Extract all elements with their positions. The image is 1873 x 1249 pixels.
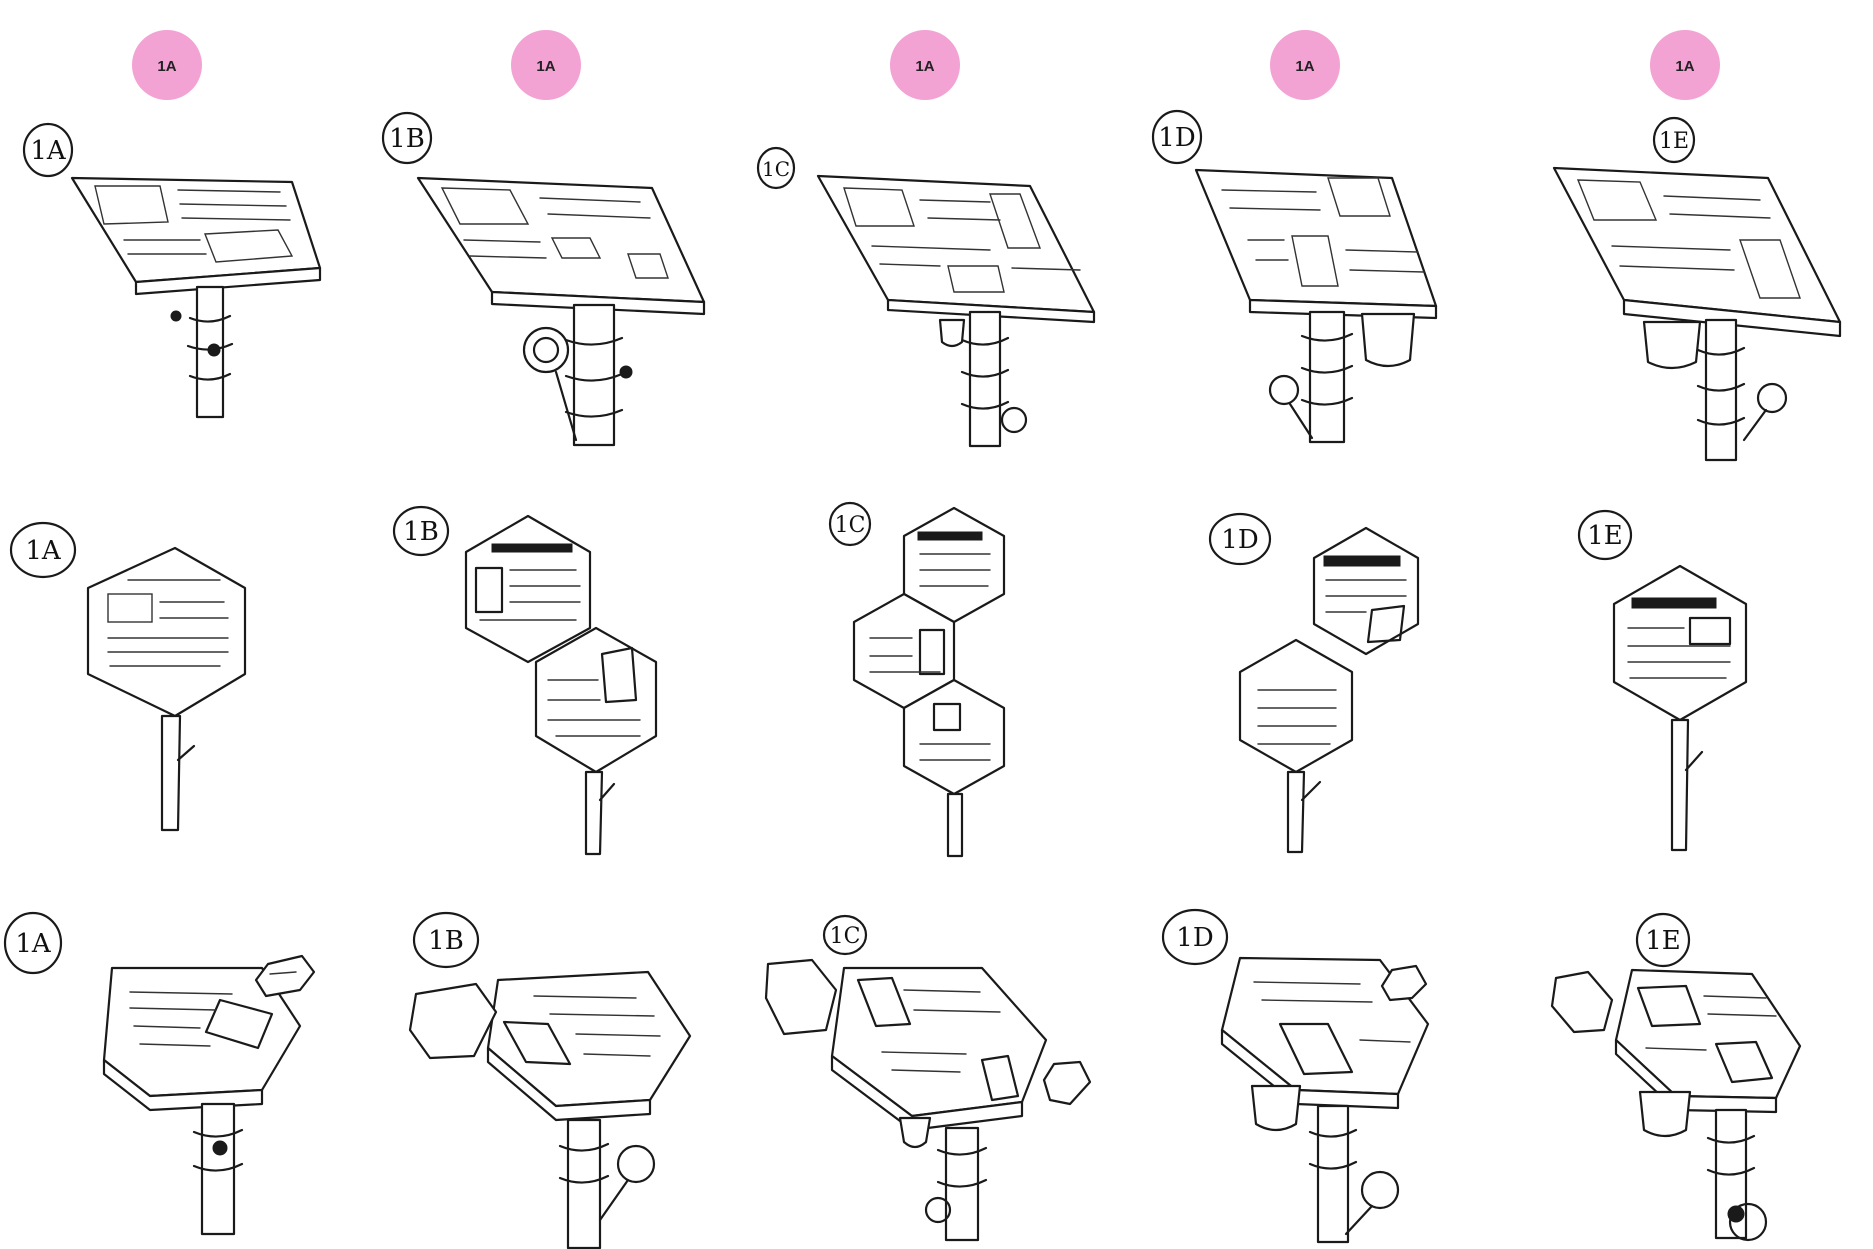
sketch-r3-4 bbox=[1220, 956, 1430, 1244]
sketch-label-r3-1: 1A bbox=[3, 911, 63, 975]
column-badge-3: 1A bbox=[890, 30, 960, 100]
sketch-label-r3-2: 1B bbox=[412, 911, 480, 969]
sketch-label-r1-5: 1E bbox=[1652, 116, 1696, 164]
column-badge-2: 1A bbox=[511, 30, 581, 100]
sketch-r2-2 bbox=[464, 514, 658, 856]
sketch-r2-5 bbox=[1612, 564, 1748, 852]
svg-text:1B: 1B bbox=[403, 517, 439, 547]
sketch-label-r3-3: 1C bbox=[822, 914, 868, 956]
sketch-label-r1-4: 1D bbox=[1151, 109, 1203, 165]
column-badge-label: 1A bbox=[157, 58, 176, 75]
sketch-r3-1 bbox=[102, 954, 316, 1236]
svg-text:1D: 1D bbox=[1176, 923, 1213, 953]
sketch-r2-4 bbox=[1238, 526, 1420, 854]
svg-text:1D: 1D bbox=[1158, 123, 1195, 153]
sketch-label-r2-2: 1B bbox=[392, 505, 450, 557]
flower-icon bbox=[522, 326, 578, 442]
sketch-r1-5 bbox=[1552, 166, 1842, 462]
sketch-r3-3 bbox=[764, 958, 1092, 1242]
sketch-label-r2-4: 1D bbox=[1208, 512, 1272, 566]
sketch-r1-1 bbox=[70, 176, 322, 419]
column-badge-4: 1A bbox=[1270, 30, 1340, 100]
column-badge-label: 1A bbox=[1675, 58, 1694, 75]
sketch-label-r1-3: 1C bbox=[756, 146, 796, 190]
svg-text:1B: 1B bbox=[389, 124, 425, 154]
sketch-label-r1-1: 1A bbox=[22, 122, 74, 178]
svg-text:1C: 1C bbox=[830, 924, 861, 949]
sketch-label-r3-4: 1D bbox=[1161, 908, 1229, 966]
column-badge-label: 1A bbox=[1295, 58, 1314, 75]
svg-text:1A: 1A bbox=[25, 536, 62, 566]
svg-text:1A: 1A bbox=[15, 929, 52, 959]
svg-text:1E: 1E bbox=[1587, 521, 1623, 551]
svg-text:1C: 1C bbox=[835, 513, 866, 538]
sketch-r1-3 bbox=[816, 174, 1096, 448]
column-badge-5: 1A bbox=[1650, 30, 1720, 100]
sketch-label-r2-1: 1A bbox=[9, 521, 77, 579]
sketch-r1-4 bbox=[1194, 168, 1438, 444]
column-badge-label: 1A bbox=[536, 58, 555, 75]
column-badge-1: 1A bbox=[132, 30, 202, 100]
svg-text:1E: 1E bbox=[1645, 926, 1681, 956]
sketch-r1-2 bbox=[416, 176, 706, 447]
sketch-r2-3 bbox=[852, 506, 1006, 858]
column-badge-label: 1A bbox=[915, 58, 934, 75]
sketch-r2-1 bbox=[86, 546, 247, 832]
svg-text:1E: 1E bbox=[1659, 129, 1689, 154]
svg-text:1D: 1D bbox=[1221, 525, 1258, 555]
sketch-label-r2-3: 1C bbox=[828, 501, 872, 547]
sketch-r3-5 bbox=[1550, 968, 1802, 1242]
svg-text:1B: 1B bbox=[428, 926, 464, 956]
sketch-label-r1-2: 1B bbox=[381, 111, 433, 165]
sketch-label-r3-5: 1E bbox=[1635, 912, 1691, 968]
sketch-r3-2 bbox=[408, 970, 692, 1249]
sketch-label-r2-5: 1E bbox=[1577, 509, 1633, 561]
svg-text:1A: 1A bbox=[30, 136, 67, 166]
svg-text:1C: 1C bbox=[762, 157, 790, 181]
